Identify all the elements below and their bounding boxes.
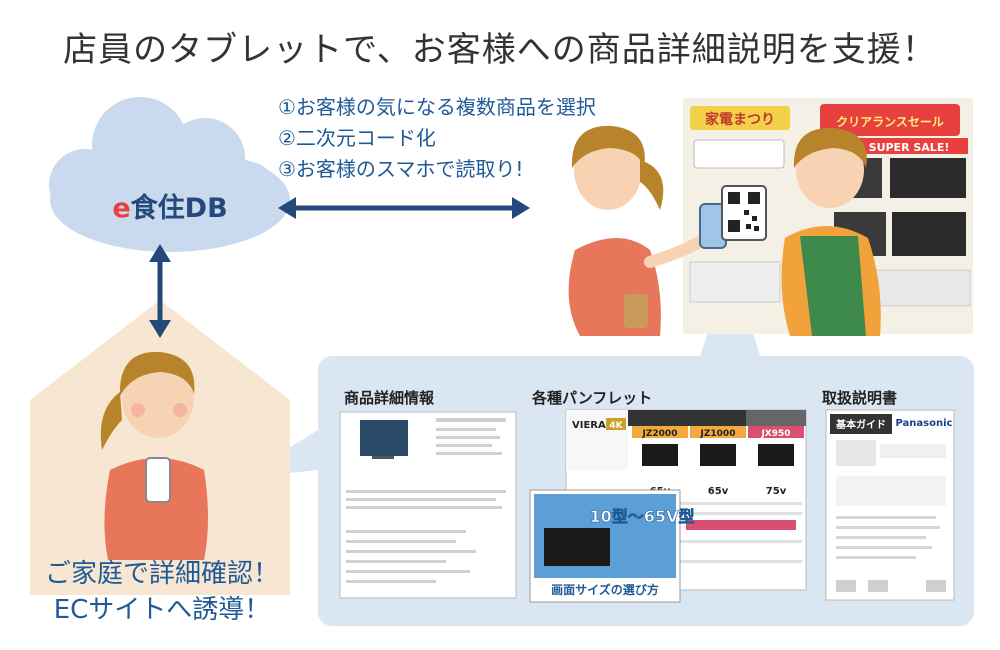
pamphlet-cover: 10型〜65V型 画面サイズの選び方	[529, 489, 695, 603]
cloud-db-icon	[49, 97, 290, 252]
arrow-cloud-to-home	[149, 244, 171, 338]
manual-document: 基本ガイド Panasonic	[825, 409, 955, 601]
manual-heading: 取扱説明書	[822, 389, 898, 407]
step-1: ①お客様の気になる複数商品を選択	[278, 95, 596, 119]
store-sign-1: 家電まつり	[705, 111, 775, 128]
home-user-figure	[100, 351, 208, 560]
house-icon	[30, 300, 290, 595]
store-sign-2: クリアランスセール	[836, 115, 944, 129]
pamphlet-model-2: JZ1000	[700, 429, 736, 439]
product-info-heading: 商品詳細情報	[344, 389, 435, 407]
home-caption-line-1: ご家庭で詳細確認！	[44, 559, 279, 589]
pamphlet-size-2: 65v	[708, 486, 729, 497]
step-2: ②二次元コード化	[278, 126, 436, 150]
manual-cover-title: 基本ガイド	[835, 418, 886, 431]
steps-list: ①お客様の気になる複数商品を選択 ②二次元コード化 ③お客様のスマホで読取り!	[278, 92, 596, 185]
pamphlet-brand: VIERA	[572, 420, 606, 431]
store-sign-3: SUPER SALE!	[869, 141, 950, 154]
pamphlet-model-1: JZ2000	[642, 429, 678, 439]
pamphlet-size-3: 75v	[766, 486, 787, 497]
pamphlet-model-3: JX950	[760, 429, 790, 439]
qr-code-icon	[728, 192, 760, 232]
step-3: ③お客様のスマホで読取り!	[278, 157, 524, 181]
home-caption-line-2: ECサイトへ誘導！	[53, 595, 271, 625]
pamphlet-4k-tag: 4K	[609, 421, 623, 431]
customer-figure	[568, 125, 727, 336]
database-prefix: e	[112, 193, 131, 224]
clerk-figure	[721, 127, 881, 336]
database-label: e食住DB	[100, 186, 240, 225]
product-info-document	[339, 411, 517, 599]
database-name: 食住DB	[130, 193, 228, 224]
pamphlet-heading: 各種パンフレット	[532, 389, 653, 407]
home-caption: ご家庭で詳細確認！ ECサイトへ誘導！	[12, 556, 312, 628]
pamphlet-cover-caption: 画面サイズの選び方	[551, 582, 659, 597]
pamphlet-cover-headline: 10型〜65V型	[590, 507, 695, 526]
page-title: 店員のタブレットで、お客様への商品詳細説明を支援！	[63, 30, 937, 70]
manual-brand: Panasonic	[896, 418, 953, 429]
arrow-cloud-to-store	[278, 197, 530, 219]
